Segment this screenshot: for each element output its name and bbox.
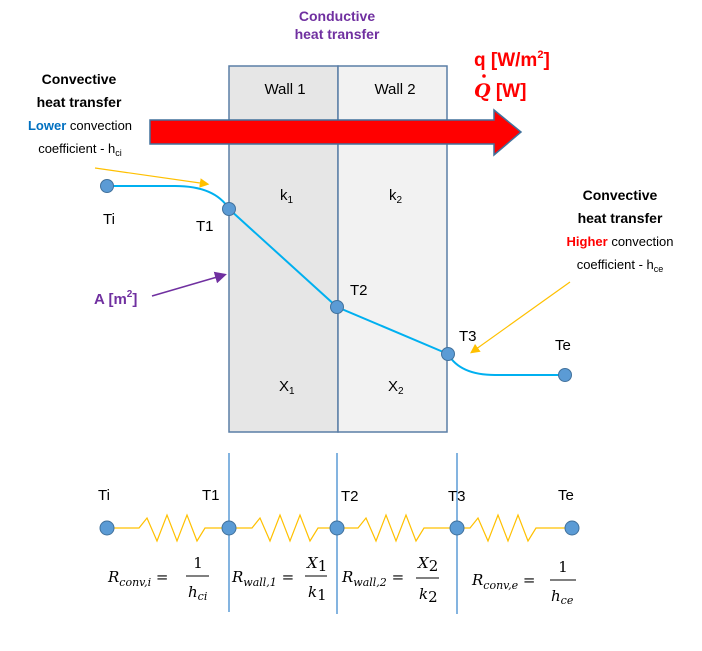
net-node-t2 (329, 520, 345, 536)
node-t1 (222, 202, 236, 216)
node-t3 (441, 347, 455, 361)
label-t3: T3 (459, 328, 477, 345)
heat-flow-arrow (149, 108, 523, 157)
wall-2-thickness: X2 (388, 378, 404, 397)
formula-lhs: Rwall,2 = (341, 568, 404, 589)
area-label: A [m2] (94, 289, 137, 308)
net-node-t1 (221, 520, 237, 536)
wall-1-label: Wall 1 (264, 81, 305, 98)
resistor-conv-e (457, 513, 572, 543)
net-label-te: Te (558, 487, 574, 504)
outer-label-line1: Convective (583, 187, 658, 203)
label-te: Te (555, 337, 571, 354)
label-t1: T1 (196, 218, 214, 235)
formula-den: hce (551, 587, 574, 607)
inner-label-line1: Convective (42, 71, 117, 87)
outer-label-line4: coefficient - hce (577, 257, 664, 274)
heat-rate-label: Q [W] (474, 80, 526, 102)
conductive-title-line1: Conductive (299, 8, 375, 24)
formula-num: X2 (417, 554, 438, 575)
label-t2: T2 (350, 282, 368, 299)
wall-2-label: Wall 2 (374, 81, 415, 98)
conductive-title-line2: heat transfer (295, 26, 380, 42)
net-label-t1: T1 (202, 487, 220, 504)
inner-convection-label: Convective heat transfer Lower convectio… (28, 71, 132, 158)
net-node-te (564, 520, 580, 536)
resistor-wall-2 (337, 513, 457, 543)
node-te (558, 368, 572, 382)
formula-conv-i: Rconv,i = 1 hci (107, 554, 209, 603)
formula-lhs: Rwall,1 = (231, 568, 294, 589)
net-label-t3: T3 (448, 488, 466, 505)
net-node-ti (99, 520, 115, 536)
inner-label-line2: heat transfer (37, 94, 122, 110)
formula-num: 1 (193, 554, 203, 572)
wall-2-k: k2 (389, 187, 403, 206)
heat-flux-label: q [W/m2] (474, 49, 550, 71)
formula-lhs: Rconv,e = (471, 571, 535, 592)
formula-wall-1: Rwall,1 = X1 k1 (231, 554, 327, 604)
inner-label-pointer (94, 167, 210, 188)
formula-den: k1 (308, 583, 327, 604)
net-node-t3 (449, 520, 465, 536)
formula-den: hci (188, 583, 207, 603)
net-label-ti: Ti (98, 487, 110, 504)
outer-convection-label: Convective heat transfer Higher convecti… (567, 187, 674, 274)
inner-label-line4: coefficient - hci (38, 141, 122, 158)
outer-label-line2: heat transfer (578, 210, 663, 226)
label-ti: Ti (103, 211, 115, 228)
formula-num: X1 (306, 554, 327, 575)
formula-conv-e: Rconv,e = 1 hce (471, 558, 576, 607)
wall-1-thickness: X1 (279, 378, 295, 397)
formula-den: k2 (419, 585, 438, 606)
outer-label-line3: Higher convection (567, 234, 674, 249)
resistor-wall-1 (229, 513, 337, 543)
outer-label-pointer (470, 281, 571, 354)
temperature-profile (107, 185, 565, 376)
node-t2 (330, 300, 344, 314)
inner-label-line3: Lower convection (28, 118, 132, 133)
formula-wall-2: Rwall,2 = X2 k2 (341, 554, 439, 606)
net-label-t2: T2 (341, 488, 359, 505)
formula-lhs: Rconv,i = (107, 568, 168, 589)
formula-num: 1 (558, 558, 568, 576)
wall-1-k: k1 (280, 187, 294, 206)
node-ti (100, 179, 114, 193)
area-pointer (151, 271, 227, 297)
resistor-conv-i (107, 513, 229, 543)
q-dot-icon (482, 74, 486, 78)
